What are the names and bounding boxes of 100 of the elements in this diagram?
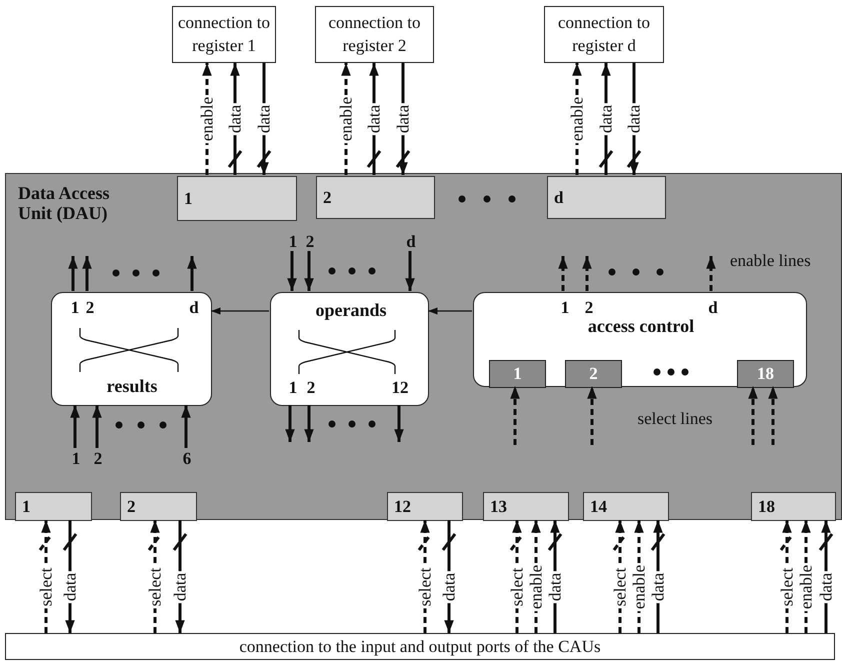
port-number: 12 [394, 498, 411, 516]
register-label: connection to register 1 [176, 12, 272, 57]
edge-label: data [598, 102, 614, 136]
select-port [565, 360, 622, 388]
edge-label: data [440, 570, 458, 603]
port-number: d [189, 299, 199, 318]
edge-label: data [366, 102, 382, 136]
port-number: 13 [490, 498, 507, 516]
edge-label: data [626, 102, 642, 136]
edge-label: enable [528, 562, 544, 611]
port-number: 1 [288, 379, 298, 398]
block-title: access control [588, 317, 694, 337]
port-number: d [554, 188, 564, 208]
arrow [70, 405, 80, 448]
port-number: 6 [182, 449, 192, 469]
edge-label: data [650, 570, 666, 603]
port-box [751, 492, 836, 521]
port-number: 2 [588, 365, 599, 384]
logic-block [270, 292, 429, 406]
port-number: 2 [306, 232, 314, 252]
edge-label: enable [568, 94, 586, 144]
edge-label: data [172, 570, 188, 603]
port-number: 1 [72, 449, 80, 469]
port-box [583, 492, 669, 521]
port-number: 1 [560, 299, 570, 318]
arrow [82, 256, 92, 291]
register-label: connection to register 2 [327, 12, 422, 57]
logic-block [473, 292, 807, 387]
arrow [211, 307, 269, 315]
port-number: 1 [184, 190, 192, 208]
arrow [706, 256, 716, 291]
port-box [547, 176, 666, 219]
select-port [489, 360, 546, 388]
arrow [68, 256, 78, 291]
edge-label: data [62, 570, 78, 603]
arrow [405, 251, 415, 291]
group-label: select lines [637, 410, 713, 427]
port-number: d [406, 232, 416, 252]
port-number: 18 [756, 365, 775, 384]
edge-label: select [38, 565, 54, 608]
arrow [287, 251, 297, 291]
arrow [768, 386, 778, 445]
edge-label: enable [630, 562, 648, 611]
block-title: operands [316, 301, 386, 321]
edge-label: enable [198, 94, 216, 144]
block-title: results [106, 377, 158, 397]
port-number: 12 [392, 379, 408, 398]
edge-label: select [508, 565, 526, 608]
port-box [15, 492, 92, 521]
port-number: 18 [758, 498, 775, 516]
arrow [587, 386, 597, 445]
connection-label: connection to the input and output ports of the CAUs [238, 638, 602, 657]
arrow [92, 405, 102, 448]
port-box [316, 176, 435, 219]
port-number: 2 [584, 299, 594, 318]
arrow [748, 386, 758, 445]
unit-title: Data Access Unit (DAU) [18, 184, 110, 224]
register-box [315, 6, 434, 63]
port-number: 1 [70, 299, 80, 318]
edge-label: data [394, 102, 412, 136]
port-number: 2 [306, 379, 316, 398]
arrow [187, 256, 197, 291]
port-number: 1 [512, 365, 523, 384]
edge-label: data [256, 102, 272, 136]
edge-label: select [612, 565, 628, 608]
port-box [177, 176, 297, 221]
edge-label: enable [798, 562, 814, 611]
arrow [558, 256, 568, 291]
port-box [387, 492, 463, 521]
logic-block [51, 292, 212, 406]
port-number: 2 [323, 188, 332, 208]
edge-label: enable [338, 94, 354, 144]
edge-label: select [416, 565, 434, 608]
arrow [394, 405, 404, 442]
edge-label: data [226, 102, 244, 136]
edge-label: select [778, 565, 796, 608]
register-box [544, 6, 664, 63]
port-box [483, 492, 569, 521]
group-label: enable lines [730, 252, 811, 269]
select-port [737, 360, 794, 388]
port-number: 2 [86, 299, 94, 318]
arrow [181, 405, 191, 448]
port-number: 14 [590, 498, 607, 516]
arrow [304, 251, 314, 291]
port-number: 1 [288, 232, 298, 252]
arrow [582, 256, 592, 291]
register-label: connection to register d [556, 12, 652, 57]
port-number: 1 [22, 498, 30, 516]
arrow [510, 386, 520, 445]
unit-panel [5, 173, 842, 520]
arrow [285, 405, 295, 442]
register-box [172, 6, 276, 63]
arrow [428, 307, 472, 315]
arrow [304, 405, 314, 442]
edge-label: data [818, 570, 834, 603]
port-number: 2 [94, 449, 102, 469]
port-box [120, 492, 197, 521]
edge-label: data [546, 570, 564, 603]
port-number: d [708, 299, 718, 318]
edge-label: select [146, 565, 164, 608]
